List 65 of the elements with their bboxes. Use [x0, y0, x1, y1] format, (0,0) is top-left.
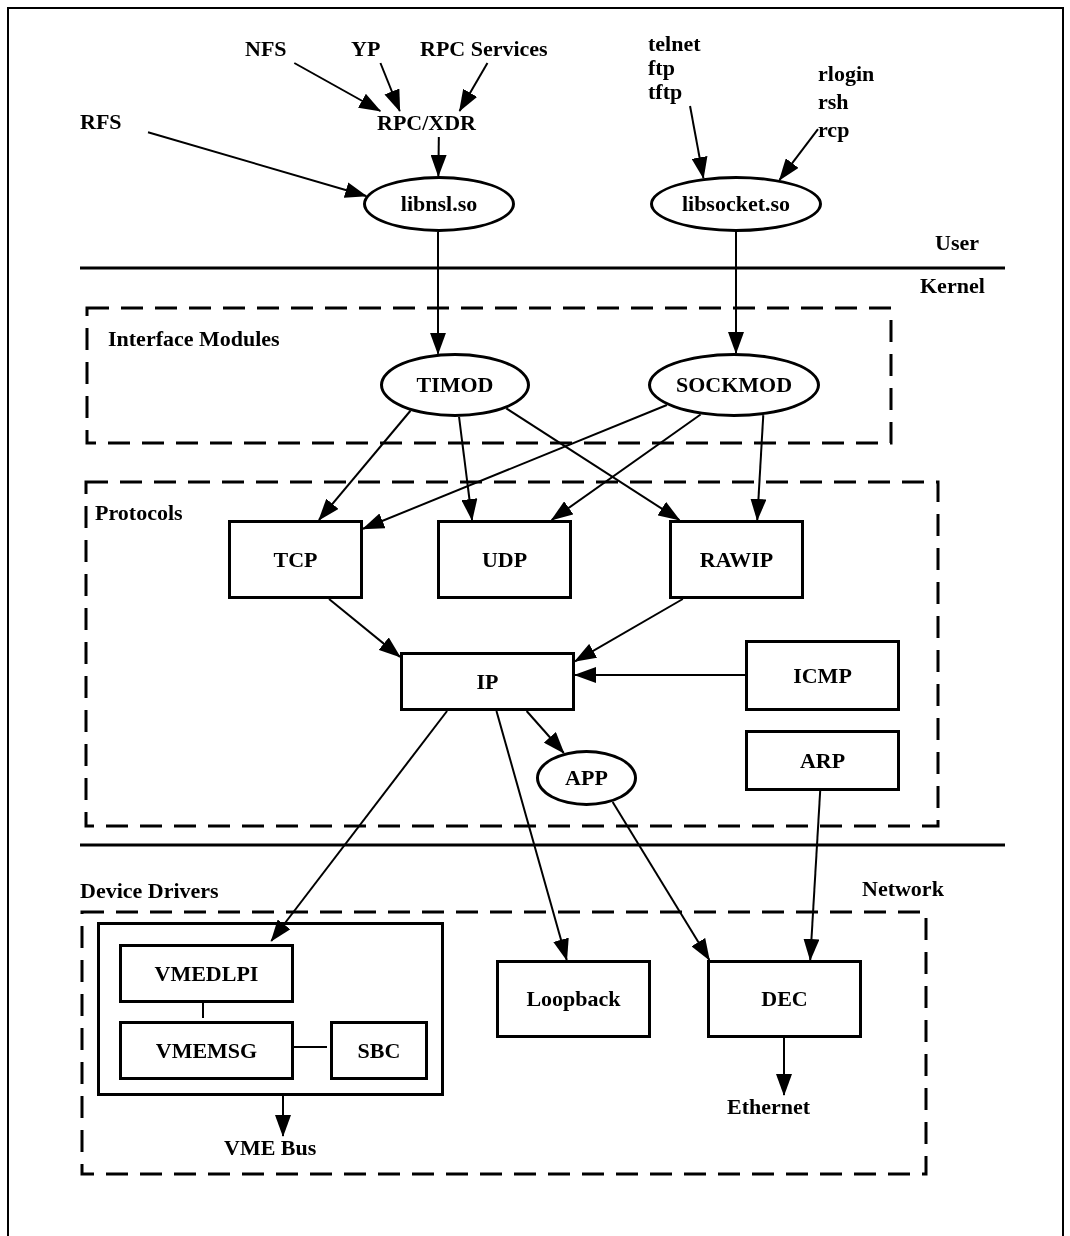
node-label: VMEMSG	[155, 1037, 258, 1064]
node-label: Loopback	[526, 986, 621, 1012]
node-label: VMEDLPI	[154, 960, 259, 987]
arrow	[803, 790, 822, 961]
arrow	[458, 62, 489, 112]
arrow	[458, 415, 478, 521]
node-label: IP	[476, 668, 499, 695]
process-box	[119, 944, 294, 1003]
arrow	[728, 231, 744, 354]
node-label: ARP	[799, 747, 846, 774]
arrow	[495, 710, 569, 961]
process-box	[330, 1021, 428, 1080]
node-label: DEC	[761, 986, 808, 1012]
process-box	[745, 640, 900, 711]
arrow	[611, 800, 711, 961]
node-label: APP	[565, 765, 608, 791]
node-label: libsocket.so	[681, 191, 791, 217]
box-shape	[97, 922, 444, 1096]
process-box	[400, 652, 575, 711]
arrow	[778, 128, 819, 181]
node-label: UDP	[481, 546, 528, 573]
process-box	[496, 960, 651, 1038]
process-box	[745, 730, 900, 791]
group-heading: Interface Modules	[108, 326, 280, 352]
arrow	[776, 1037, 792, 1096]
layer-label: Network	[862, 876, 944, 902]
text-label: RFS	[80, 110, 148, 136]
group-heading: Device Drivers	[80, 878, 219, 904]
process-box	[707, 960, 862, 1038]
node-label: libnsl.so	[400, 191, 478, 217]
arrow	[328, 598, 401, 658]
layer-label: User	[935, 230, 979, 256]
text-label: NFS	[245, 37, 299, 63]
arrow	[430, 136, 447, 177]
group-heading: Protocols	[95, 500, 183, 526]
process-box	[669, 520, 804, 599]
arrow	[362, 404, 668, 530]
text-label: YP	[351, 37, 387, 63]
arrow	[379, 62, 401, 112]
text-label: VME Bus	[224, 1136, 336, 1162]
text-label: Ethernet	[727, 1095, 833, 1121]
node-label: SOCKMOD	[675, 372, 793, 398]
layer-label: Kernel	[920, 273, 985, 299]
node-label: TCP	[273, 546, 318, 573]
arrow	[275, 1095, 291, 1137]
text-label: RPC Services	[420, 37, 572, 63]
arrow	[505, 407, 681, 521]
node-label: RAWIP	[699, 546, 774, 573]
process-box	[437, 520, 572, 599]
text-label: telnet ftp tftp	[648, 32, 726, 106]
node-label: TIMOD	[416, 372, 494, 398]
node-label: ICMP	[793, 662, 852, 689]
arrow	[293, 62, 382, 112]
arrow	[430, 231, 446, 355]
arrow	[317, 409, 412, 521]
dashed-group-box	[87, 308, 891, 443]
process-box	[119, 1021, 294, 1080]
text-label: RPC/XDR	[377, 111, 502, 137]
node-label: SBC	[357, 1037, 401, 1064]
arrow	[574, 598, 684, 663]
dashed-group-box	[86, 482, 938, 826]
arrow	[574, 667, 746, 683]
arrow	[270, 710, 449, 942]
text-label: rlogin rsh rcp	[818, 60, 898, 144]
process-box	[228, 520, 363, 599]
